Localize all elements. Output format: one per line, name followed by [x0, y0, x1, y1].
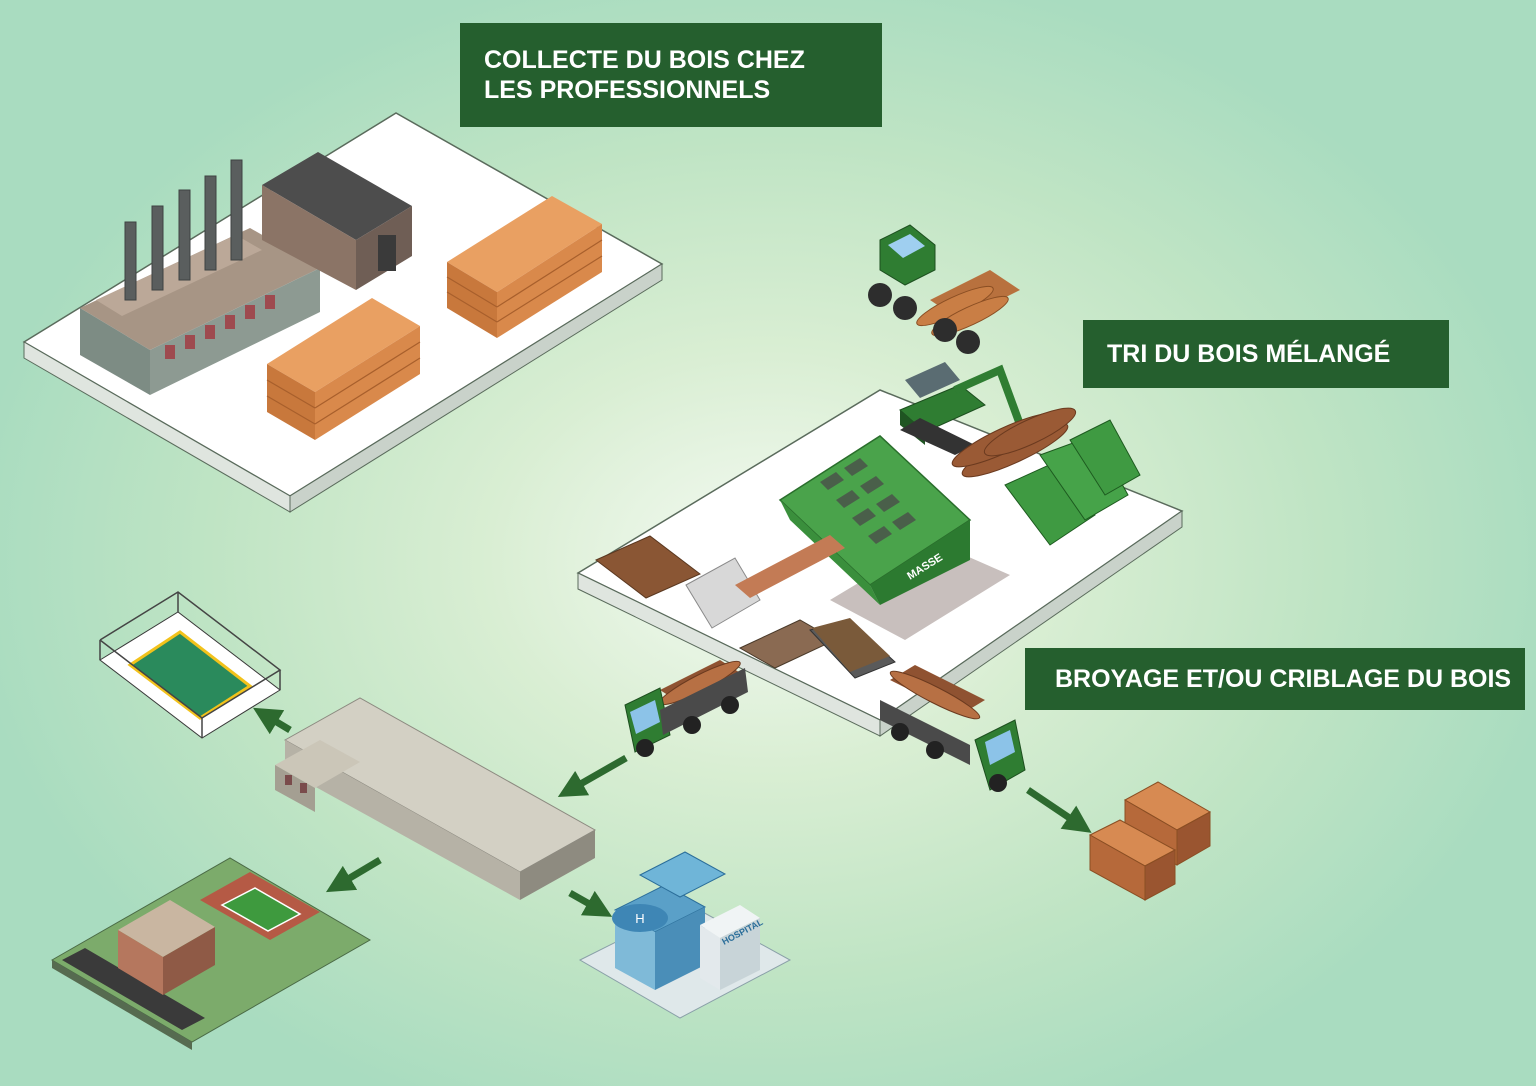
log-pile — [951, 407, 1077, 478]
helipad-sign: H — [635, 911, 644, 926]
label-tri: TRI DU BOIS MÉLANGÉ — [1083, 320, 1449, 388]
conveyor-lines — [595, 535, 896, 679]
factory-building — [80, 152, 412, 395]
tri-site: MASSE — [576, 362, 1184, 737]
sports-court — [99, 591, 282, 739]
hospital: H HOSPITAL — [578, 851, 792, 1019]
wooden-furniture — [1088, 781, 1212, 901]
log-truck-left — [624, 660, 748, 757]
label-collecte: COLLECTE DU BOIS CHEZ LES PROFESSIONNELS — [460, 23, 882, 127]
label-broyage: BROYAGE ET/OU CRIBLAGE DU BOIS — [1025, 648, 1525, 710]
warehouse — [275, 697, 597, 900]
sorting-excavator — [899, 362, 1026, 455]
flow-arrows — [252, 707, 1092, 917]
collecte-site — [22, 112, 664, 513]
log-truck-right — [880, 665, 1026, 792]
forestry-forwarder — [868, 224, 1020, 354]
sorting-skips — [1004, 419, 1141, 546]
lumber-stack-back — [446, 196, 603, 338]
school-campus — [51, 857, 371, 1050]
lumber-stack-front — [266, 298, 421, 440]
